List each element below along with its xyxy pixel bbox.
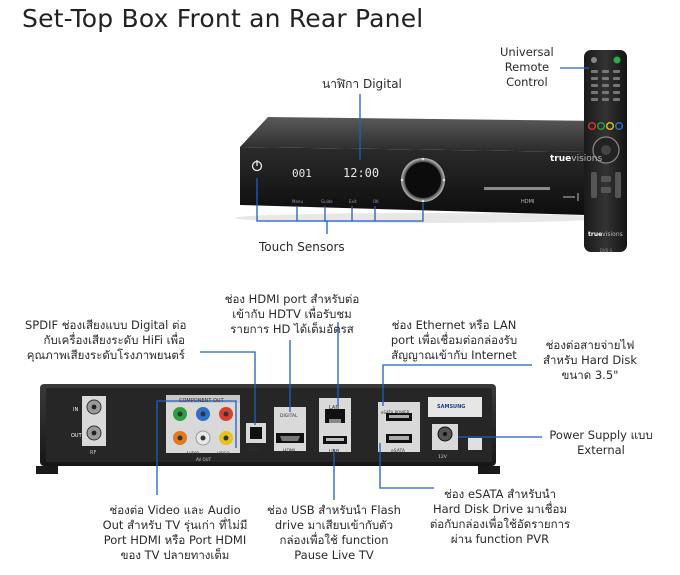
panel-lan: LAN bbox=[329, 405, 340, 411]
ethernet-label-line: สัญญาณเข้ากับ Internet bbox=[391, 348, 517, 362]
usb-label-line: ช่อง USB สำหรับนำ Flash bbox=[267, 503, 401, 517]
ethernet-label: ช่อง Ethernet หรือ LAN port เพื่อเชื่อมต… bbox=[383, 318, 525, 363]
panel-brand: SAMSUNG bbox=[437, 404, 466, 410]
front-brand-logo: truevisions bbox=[550, 152, 602, 167]
svg-text:Menu: Menu bbox=[292, 199, 303, 204]
front-hdmi-mark: HDMI bbox=[521, 199, 535, 205]
svg-text:Guide: Guide bbox=[321, 199, 333, 204]
remote-label-line: Universal bbox=[500, 45, 554, 59]
panel-out: OUT bbox=[71, 433, 82, 439]
remote-brand-suffix: visions bbox=[602, 231, 623, 238]
usb-label-line: กล่องเพื่อใช้ function bbox=[279, 533, 389, 547]
video-audio-label-line: Out สำหรับ TV รุ่นเก่า ที่ไม่มี bbox=[102, 518, 248, 532]
callout-lines bbox=[156, 67, 589, 500]
remote-brand-text: true bbox=[588, 231, 603, 238]
remote-label: Universal Remote Control bbox=[500, 45, 554, 90]
panel-av-out: AV OUT bbox=[196, 457, 212, 462]
usb-label-line: drive มาเสียบเข้ากับตัว bbox=[274, 518, 394, 532]
front-brand-suffix: visions bbox=[571, 154, 603, 164]
power-supply-label-line: Power Supply แบบ bbox=[549, 428, 653, 442]
remote-control: DVB-S bbox=[584, 50, 627, 253]
remote-label-line: Control bbox=[506, 75, 548, 89]
hdd-power-label: ช่องต่อสายจ่ายไฟ สำหรับ Hard Disk ขนาด 3… bbox=[535, 338, 645, 383]
panel-in: IN bbox=[73, 407, 79, 413]
hdd-power-label-line: ช่องต่อสายจ่ายไฟ bbox=[545, 338, 635, 352]
svg-text:OK: OK bbox=[373, 199, 379, 204]
spdif-label-line: SPDIF ช่องเสียงแบบ Digital ต่อ bbox=[25, 318, 187, 332]
power-supply-label: Power Supply แบบ External bbox=[545, 428, 657, 458]
panel-spdif: SPDIF bbox=[247, 448, 260, 453]
panel-esata-power: eSATA POWER bbox=[381, 410, 410, 415]
spdif-label: SPDIF ช่องเสียงแบบ Digital ต่อ กับเครื่อ… bbox=[25, 318, 187, 363]
panel-audio: AUDIO bbox=[186, 451, 200, 456]
touch-sensors-label: Touch Sensors bbox=[259, 240, 345, 254]
hdmi-label-line: เข้ากับ HDTV เพื่อรับชม bbox=[232, 307, 352, 321]
display-time: 12:00 bbox=[343, 166, 380, 180]
panel-usb: USB bbox=[329, 449, 340, 455]
usb-label-line: Pause Live TV bbox=[294, 548, 374, 562]
card-slot bbox=[484, 187, 550, 190]
power-supply-label-line: External bbox=[577, 443, 625, 457]
display-channel: 001 bbox=[292, 167, 312, 180]
front-panel-box: Menu Guide Exit OK bbox=[235, 117, 605, 223]
panel-esata: eSATA bbox=[391, 449, 405, 454]
panel-video: VIDEO bbox=[217, 451, 230, 456]
svg-text:DVB-S: DVB-S bbox=[600, 248, 613, 253]
spdif-label-line: กับเครื่องเสียงระดับ HiFi เพื่อ bbox=[43, 333, 185, 347]
box-top bbox=[240, 117, 604, 152]
esata-label-line: Hard Disk Drive มาเชื่อม bbox=[432, 502, 568, 516]
hdmi-label-line: รายการ HD ได้เต็มอัตรส bbox=[230, 322, 354, 336]
spdif-label-line: คุณภาพเสียงระดับโรงภาพยนตร์ bbox=[26, 348, 185, 362]
video-audio-label: ช่องต่อ Video และ Audio Out สำหรับ TV รุ… bbox=[95, 503, 255, 563]
esata-label-line: ผ่าน function PVR bbox=[450, 532, 550, 546]
page-title: Set-Top Box Front an Rear Panel bbox=[22, 4, 424, 33]
esata-label-line: ช่อง eSATA สำหรับนำ bbox=[443, 487, 557, 501]
panel-component: COMPONENT OUT bbox=[179, 398, 224, 404]
esata-label: ช่อง eSATA สำหรับนำ Hard Disk Drive มาเช… bbox=[427, 487, 573, 547]
remote-label-line: Remote bbox=[504, 60, 550, 74]
panel-dc: 12V bbox=[438, 455, 447, 460]
panel-digital: DIGITAL bbox=[280, 414, 298, 419]
svg-text:Exit: Exit bbox=[349, 199, 357, 204]
panel-hdmi: HDMI bbox=[283, 449, 296, 454]
video-audio-label-line: Port HDMI หรือ Port HDMI bbox=[103, 533, 247, 547]
hdmi-label: ช่อง HDMI port สำหรับต่อ เข้ากับ HDTV เพ… bbox=[218, 292, 366, 337]
front-brand-text: true bbox=[550, 154, 572, 164]
usb-label: ช่อง USB สำหรับนำ Flash drive มาเสียบเข้… bbox=[261, 503, 407, 563]
hdd-power-label-line: ขนาด 3.5" bbox=[561, 368, 619, 382]
remote-brand-logo: truevisions bbox=[588, 227, 623, 242]
ethernet-label-line: port เพื่อเชื่อมต่อกล่องรับ bbox=[390, 333, 518, 347]
digital-clock-label: นาฬิกา Digital bbox=[322, 77, 402, 91]
esata-label-line: ต่อกับกล่องเพื่อใช้อัดรายการ bbox=[429, 517, 571, 531]
rear-panel-box bbox=[36, 384, 500, 474]
ethernet-label-line: ช่อง Ethernet หรือ LAN bbox=[391, 318, 517, 332]
video-audio-label-line: ของ TV ปลายทางเต็ม bbox=[120, 548, 230, 562]
hdmi-label-line: ช่อง HDMI port สำหรับต่อ bbox=[224, 292, 360, 306]
video-audio-label-line: ช่องต่อ Video และ Audio bbox=[109, 503, 241, 517]
hdd-power-label-line: สำหรับ Hard Disk bbox=[542, 353, 638, 367]
panel-rf: RF bbox=[90, 450, 97, 456]
